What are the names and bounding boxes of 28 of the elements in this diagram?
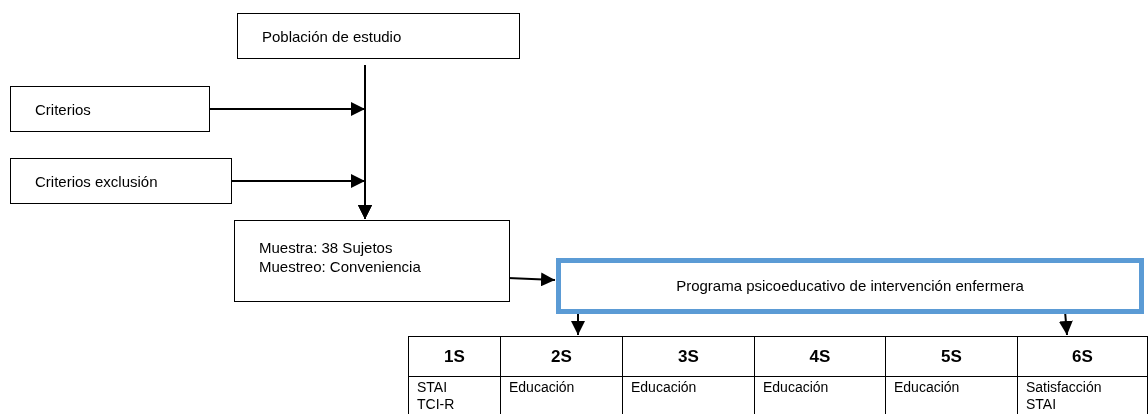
- cell-text: 2S: [551, 345, 572, 368]
- cell-text: Educación: [631, 379, 698, 396]
- box-text: Programa psicoeducativo de intervención enfermera: [676, 275, 1024, 296]
- arrow: [231, 174, 372, 220]
- cell-text: Satisfacción: [1026, 379, 1103, 396]
- process-box: [237, 13, 520, 59]
- cell-text: Educación: [763, 379, 830, 396]
- cell-text: STAI: [417, 379, 449, 396]
- cell-text: Educación: [509, 379, 576, 396]
- table-cell: [408, 336, 501, 377]
- table-cell: [1017, 336, 1148, 377]
- box-text: Muestreo: Conveniencia: [259, 257, 422, 276]
- box-text: Criterios exclusión: [35, 171, 159, 191]
- process-box: [556, 258, 1144, 314]
- cell-text: 6S: [1072, 345, 1093, 368]
- box-text: Criterios: [35, 99, 92, 119]
- cell-text: 3S: [678, 345, 699, 368]
- cell-text: Educación: [894, 379, 961, 396]
- cell-text: 4S: [809, 345, 831, 368]
- box-text: Muestra: 38 Sujetos: [259, 238, 394, 257]
- cell-text: 1S: [444, 345, 465, 368]
- process-box: [10, 158, 232, 204]
- cell-text: STAI: [1026, 396, 1058, 413]
- cell-text: TCI-R: [417, 396, 456, 413]
- cell-text: 5S: [941, 345, 962, 368]
- process-box: [10, 86, 210, 132]
- process-box: [234, 220, 510, 302]
- box-text: Población de estudio: [262, 26, 403, 46]
